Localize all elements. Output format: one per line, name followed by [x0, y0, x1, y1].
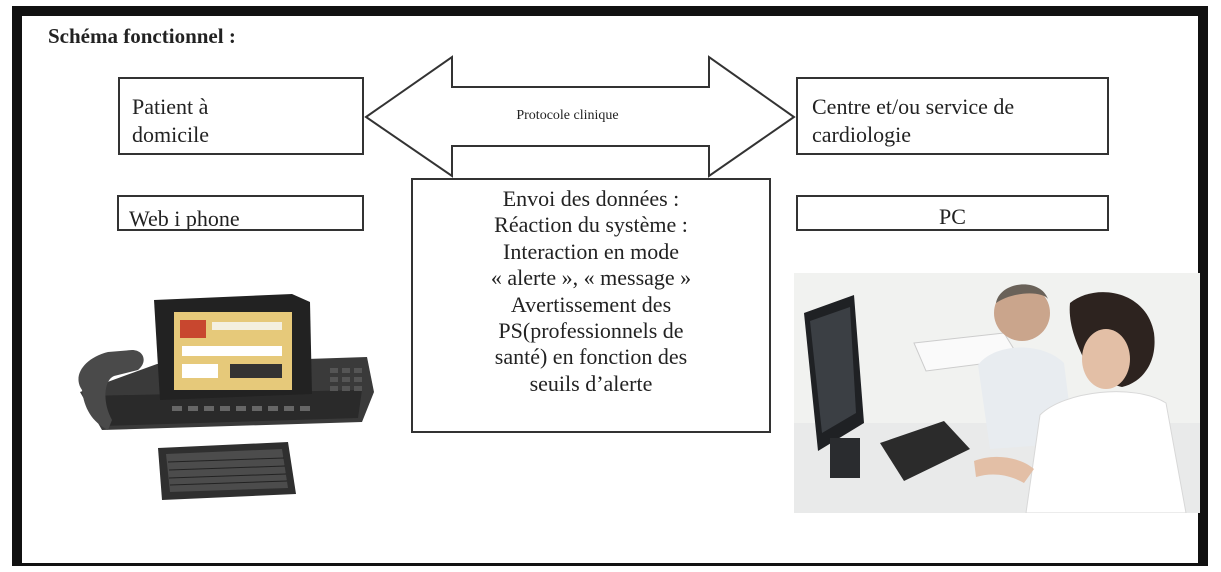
web-phone-device-image: [78, 294, 374, 500]
flow-line-6: PS(professionnels de: [498, 317, 684, 343]
frame-border-right: [1198, 6, 1208, 566]
pc-box: PC: [796, 195, 1109, 231]
web-iphone-box: Web i phone: [117, 195, 364, 231]
frame-border-top: [12, 6, 1208, 16]
diagram-title: Schéma fonctionnel :: [48, 24, 236, 48]
bidirectional-arrow: [364, 55, 796, 178]
doctors-at-pc-image: [794, 273, 1200, 513]
centre-line-2: cardiologie: [812, 121, 911, 147]
flow-line-8: seuils d’alerte: [529, 370, 653, 396]
frame-border-bottom: [12, 563, 1208, 566]
patient-box: Patient à domicile: [118, 77, 364, 155]
flow-line-4: « alerte », « message »: [490, 265, 692, 291]
web-iphone-label: Web i phone: [129, 206, 240, 231]
frame-border-left: [12, 6, 22, 566]
flow-line-1: Envoi des données :: [502, 186, 680, 211]
cardiology-centre-box: Centre et/ou service de cardiologie: [796, 77, 1109, 155]
flow-line-3: Interaction en mode: [503, 238, 679, 264]
flow-line-7: santé) en fonction des: [494, 344, 688, 370]
data-flow-box: Envoi des données : Réaction du système …: [411, 178, 771, 433]
pc-label: PC: [939, 204, 966, 229]
arrow-label: Protocole clinique: [516, 108, 619, 123]
patient-line-2: domicile: [132, 121, 209, 147]
centre-line-1: Centre et/ou service de: [812, 94, 1015, 119]
patient-line-1: Patient à: [132, 94, 209, 119]
flow-line-2: Réaction du système :: [494, 212, 688, 238]
flow-line-5: Avertissement des: [510, 291, 672, 317]
